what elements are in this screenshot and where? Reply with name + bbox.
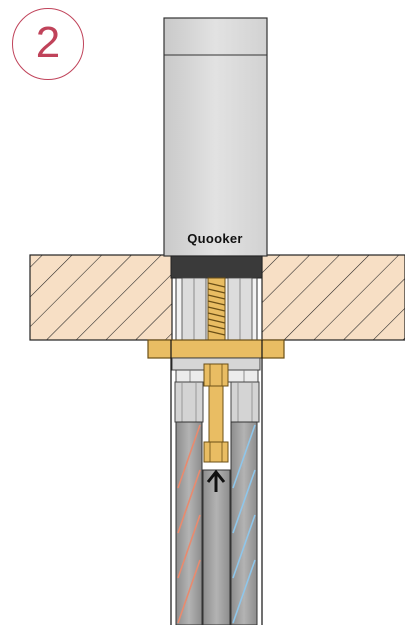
tap-body: Quooker <box>163 17 268 257</box>
arrow-up-icon <box>206 469 226 492</box>
hot-water-hose <box>175 421 203 625</box>
countertop-right <box>261 254 405 341</box>
base-gasket <box>170 255 263 279</box>
countertop-left <box>29 254 173 341</box>
supply-hoses <box>170 340 263 625</box>
brand-logo: Quooker <box>187 231 243 246</box>
countertop <box>29 254 405 341</box>
mounting-plate <box>147 339 285 359</box>
step-number-badge: 2 <box>12 8 84 80</box>
step-number: 2 <box>35 18 61 67</box>
cold-water-hose <box>230 421 258 625</box>
brass-coupling <box>203 363 229 463</box>
cold-indicator-line <box>232 424 256 624</box>
center-hose <box>202 469 231 625</box>
hot-indicator-line <box>177 424 201 624</box>
